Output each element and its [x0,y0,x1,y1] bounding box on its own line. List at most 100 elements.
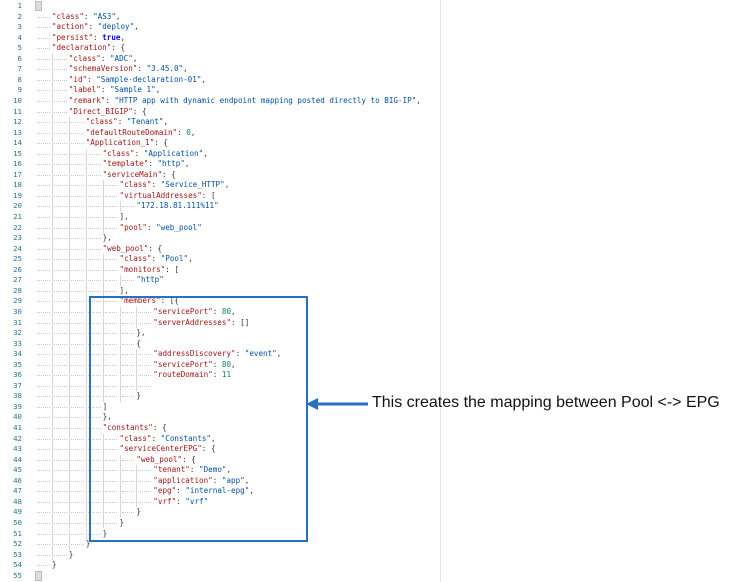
code-line: 33{ [0,338,440,350]
members-constants-highlight-box [89,296,308,542]
indent-guide [85,423,87,434]
code-line: 41"constants": { [0,423,440,434]
indent-guide [51,254,53,265]
json-key: "members" [119,296,161,306]
json-key: "virtualAddresses" [119,190,202,200]
whitespace-dots [53,111,67,113]
indent-guide [102,306,104,318]
whitespace-dots [53,438,67,440]
indent-guide [102,359,104,371]
json-key: "web_pool" [136,454,183,464]
indent-guide [68,296,70,307]
indent-guide [119,391,121,402]
code-text: "label": "Sample 1", [69,85,160,96]
indent-guide [68,528,70,540]
indent-guide [85,401,87,413]
indent-guide [85,243,87,255]
whitespace-dots [37,259,50,261]
json-punctuation: : { [148,243,163,253]
code-line: 19"virtualAddresses": [ [0,190,440,202]
whitespace-dots [104,206,118,208]
whitespace-dots [121,364,135,366]
indent-guide [51,370,53,381]
whitespace-dots [70,174,84,176]
indent-guide [119,454,121,466]
indent-guide [102,349,104,360]
fold-icon[interactable] [35,1,42,11]
whitespace-dots [138,354,152,356]
json-punctuation: : [93,32,103,42]
json-punctuation: } [68,549,74,559]
indent-guide [68,306,70,318]
whitespace-dots [70,396,84,398]
whitespace-dots [70,290,84,292]
indent-guide [102,328,104,339]
whitespace-dots [53,480,67,482]
indent-guide [102,370,104,381]
code-line: 28], [0,285,440,297]
json-string: "HTTP app with dynamic endpoint mapping … [114,95,417,105]
line-number: 55 [13,570,22,580]
json-punctuation: : [212,359,222,369]
whitespace-dots [37,375,50,377]
line-number: 9 [17,85,22,95]
code-line: 6"class": "ADC", [0,53,440,65]
json-string: "Application" [143,148,204,158]
whitespace-dots [70,217,84,218]
indent-guide [68,465,70,476]
code-text: "application": "app", [153,476,249,487]
indent-guide [102,380,104,392]
json-string: "app" [221,475,245,485]
whitespace-dots [53,58,67,60]
whitespace-dots [104,512,118,514]
fold-icon[interactable] [35,570,42,581]
json-punctuation: , [276,349,282,359]
line-number: 45 [13,465,22,475]
json-boolean: true [102,32,121,42]
whitespace-dots [87,375,101,377]
indent-guide [102,465,104,476]
json-punctuation: , [132,53,138,63]
whitespace-dots [53,470,67,472]
indent-guide [85,285,87,297]
code-line: 9 "label": "Sample 1", [0,85,440,96]
whitespace-dots [53,375,67,377]
code-line: 50} [0,517,440,529]
json-number: 80 [221,359,232,369]
whitespace-dots [104,396,118,398]
code-line: 29"members": [{ [0,296,440,307]
indent-guide [68,264,70,276]
json-punctuation: , [201,74,206,84]
json-punctuation: : [146,222,157,232]
indent-guide [102,496,104,508]
json-key: "remark" [68,95,106,105]
indent-guide [119,338,121,350]
whitespace-dots [37,153,50,155]
json-punctuation: : { [162,169,176,179]
indent-guide [68,539,70,550]
indent-guide [68,138,70,149]
whitespace-dots [87,406,101,408]
code-line: 31"serverAddresses": [] [0,317,440,329]
indent-guide [119,370,121,381]
json-key: "serverAddresses" [153,317,232,327]
json-punctuation: , [416,95,421,105]
code-text: "vrf": "vrf" [153,497,208,508]
whitespace-dots [53,185,67,187]
code-text: "addressDiscovery": "event", [153,349,281,360]
whitespace-dots [70,491,84,493]
whitespace-dots [70,333,84,335]
json-punctuation: : { [152,423,167,432]
json-punctuation: , [190,127,196,137]
indent-guide [85,517,87,529]
indent-guide [102,212,104,223]
json-string: "internal-epg" [185,486,250,496]
whitespace-dots [70,280,84,282]
code-text: "pool": "web_pool" [120,223,202,234]
json-punctuation: : { [111,43,126,53]
indent-guide [68,454,70,466]
whitespace-dots [37,364,50,366]
json-string: "vrf" [185,496,209,506]
json-key: "Direct_BIGIP" [68,106,133,116]
